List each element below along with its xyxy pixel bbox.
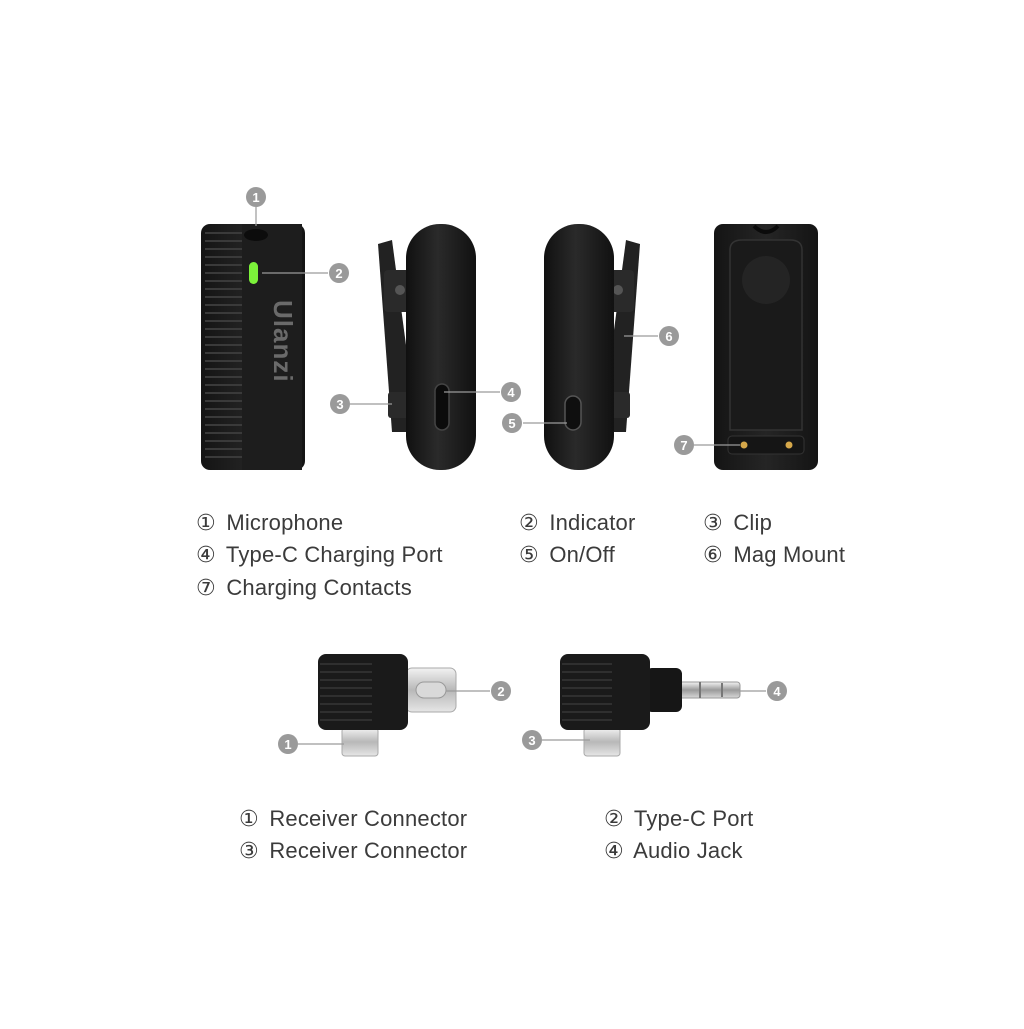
svg-text:5: 5 [508,416,515,431]
adapter-callout-badge-1: 1 [278,734,298,754]
callout-badge-3: 3 [330,394,350,414]
adapter-1-body [318,654,408,730]
callout-badge-4: 4 [501,382,521,402]
legend-receiver-connector-3: ③ Receiver Connector [239,838,468,863]
svg-text:2: 2 [335,266,342,281]
svg-text:3: 3 [336,397,343,412]
svg-text:4: 4 [773,684,781,699]
side-body-right [544,224,614,470]
callout-badge-7: 7 [674,435,694,455]
transmitter-side-view-right [544,224,640,470]
adapter-callout-badge-4: 4 [767,681,787,701]
receiver-connector-plug-2 [583,727,621,757]
adapter-callout-badge-3: 3 [522,730,542,750]
audio-jack-plug [677,681,741,699]
type-c-port [434,383,450,431]
charging-contact-left [740,441,748,449]
svg-text:1: 1 [284,737,291,752]
svg-text:7: 7 [680,438,687,453]
legend-type-c-charging-port: ④ Type-C Charging Port [196,542,443,567]
brand-logo-text: Ulanzi [268,300,298,383]
legend-on-off: ⑤ On/Off [519,542,615,567]
adapter-type-c [318,654,457,757]
top-callouts [255,206,740,446]
svg-text:4: 4 [507,385,515,400]
side-body-left [406,224,476,470]
receiver-connector-plug-1 [341,727,379,757]
legend-type-c-port: ② Type-C Port [604,806,754,831]
svg-text:6: 6 [665,329,672,344]
charging-contact-right [785,441,793,449]
legend-audio-jack: ④ Audio Jack [604,838,743,863]
transmitter-side-view-left [378,224,476,470]
adapter-audio-jack [560,654,741,757]
audio-jack-collar [646,668,682,712]
transmitter-back-view [714,224,818,470]
legend-microphone: ① Microphone [196,510,344,535]
callout-badge-6: 6 [659,326,679,346]
callout-badge-1: 1 [246,187,266,207]
legend-indicator: ② Indicator [519,510,636,535]
adapter-2-body [560,654,650,730]
legend-receiver-connector-1: ① Receiver Connector [239,806,468,831]
indicator-light [249,262,258,284]
callout-badge-2: 2 [329,263,349,283]
microphone-hole [244,229,268,241]
legend-mag-mount: ⑥ Mag Mount [703,542,846,567]
adapter-callout-badge-2: 2 [491,681,511,701]
transmitter-front-view: Ulanzi [201,224,305,470]
legend-charging-contacts: ⑦ Charging Contacts [196,575,412,600]
adapter-callouts [298,690,766,745]
svg-text:1: 1 [252,190,259,205]
legend-clip: ③ Clip [703,510,773,535]
on-off-button [564,395,582,431]
mag-mount [742,256,790,304]
svg-text:2: 2 [497,684,504,699]
svg-text:3: 3 [528,733,535,748]
callout-badge-5: 5 [502,413,522,433]
